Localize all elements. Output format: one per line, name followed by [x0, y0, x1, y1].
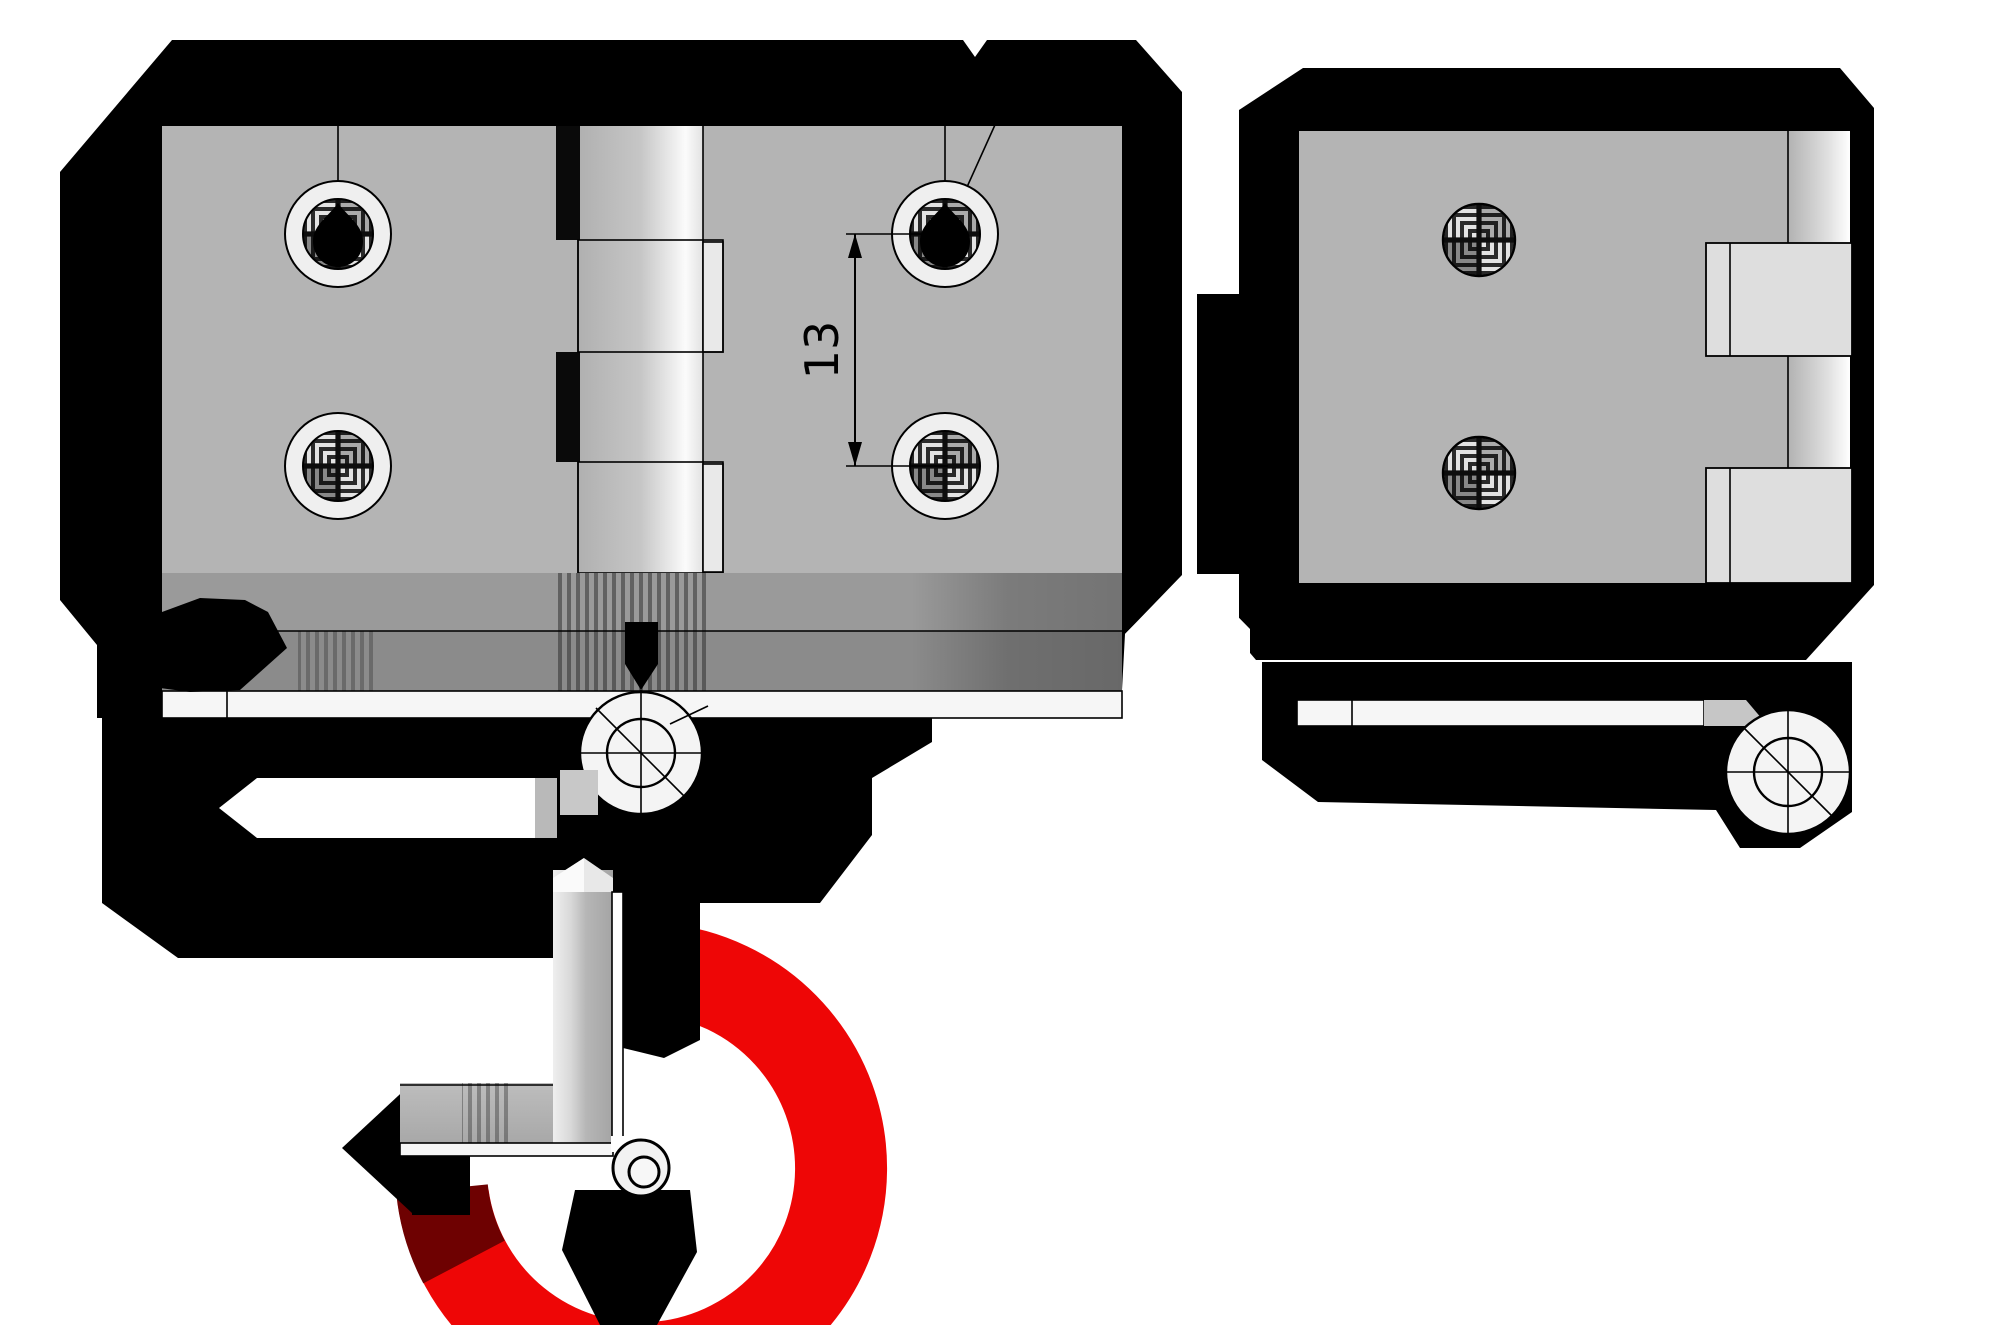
- view-front-closed: [1299, 131, 1853, 584]
- rotation-arrow-band: [397, 923, 887, 1325]
- dimension-13: 13: [795, 233, 948, 467]
- knuckle-tab: [702, 463, 724, 573]
- screw-hole-closed-bottom: [1443, 437, 1515, 509]
- screw-hole-bottom-left: [284, 412, 392, 520]
- knuckle-gap-shadow: [556, 352, 580, 462]
- pin-side-shade: [560, 770, 598, 815]
- centerline-arrow-left: [160, 598, 287, 692]
- leaf-slot-shade: [535, 778, 557, 838]
- view-front-open: 13: [162, 95, 1122, 574]
- view-link-bar: [1197, 294, 1239, 574]
- edge-white-strip-closed: [1296, 699, 1705, 727]
- pin-side-shade: [1704, 700, 1768, 726]
- under-strip-shadow: [412, 1153, 470, 1215]
- knuckle-gap-shadow: [556, 126, 580, 240]
- screw-hole-top-left: [284, 180, 392, 288]
- hinge-barrel: [578, 126, 703, 573]
- hinge-pin-circle: [578, 690, 709, 822]
- leaf-shading: [462, 1083, 512, 1143]
- leaf-slot: [219, 778, 535, 838]
- knuckle-segment: [577, 239, 724, 353]
- centerline-arrow: [625, 622, 658, 690]
- knuckle-segment: [1705, 467, 1853, 584]
- screw-hole-closed-top: [1443, 204, 1515, 276]
- centerline-arrow: [1326, 724, 1378, 770]
- hinge-pin-circle-closed: [1724, 708, 1852, 842]
- knuckle-segment: [1705, 242, 1853, 357]
- view-top-closed: [1296, 699, 1852, 842]
- pin-column-shadow: [623, 888, 700, 1058]
- leaf-top-bevel-highlight: [553, 858, 584, 892]
- below-curl-shadow: [562, 1190, 697, 1325]
- knuckle-tab: [702, 241, 724, 353]
- view-folded-profile: [342, 858, 700, 1325]
- view-bottom-profile: [219, 770, 598, 838]
- leaf-white-face-vertical: [611, 891, 624, 1145]
- leaf-white-face-horizontal: [399, 1142, 614, 1157]
- leaf-end-arrowhead: [342, 1083, 412, 1213]
- folded-leaf-vertical: [553, 870, 613, 1143]
- pin-shadow-wedge: [625, 818, 658, 847]
- view-top-open: [160, 573, 1123, 847]
- view-gap: [1125, 575, 1250, 794]
- dimension-label: 13: [795, 321, 849, 380]
- pin-curl: [611, 1136, 671, 1198]
